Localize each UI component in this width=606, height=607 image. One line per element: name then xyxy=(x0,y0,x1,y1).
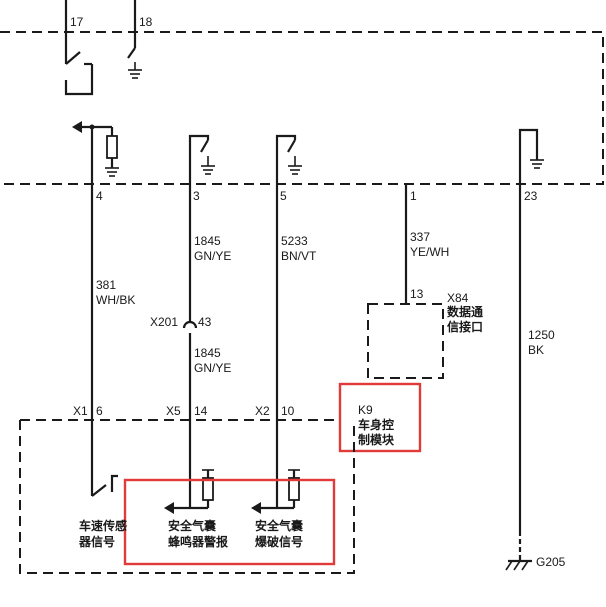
buzzer-signal-line1: 安全气囊 xyxy=(168,518,217,533)
pin3-switch-blade xyxy=(200,139,209,153)
buzzer-resistor-icon xyxy=(202,477,214,501)
x1-pin-label: 6 xyxy=(96,404,103,418)
x2-label: X2 xyxy=(255,404,270,418)
pin17-switch-blade xyxy=(65,51,81,65)
buzzer-arrow-icon xyxy=(164,502,208,514)
airbag-signals-highlight-box xyxy=(123,478,336,566)
k9-label: K9 xyxy=(358,403,373,417)
wire-1845a-color: GN/YE xyxy=(194,249,231,263)
x84-pin-label: 13 xyxy=(410,287,424,301)
wire-1845a-number: 1845 xyxy=(194,234,221,248)
x84-connector-box xyxy=(367,303,444,379)
pin4-label: 4 xyxy=(96,189,103,203)
x201-pin-label: 43 xyxy=(198,315,212,329)
arrow-left-icon xyxy=(72,121,112,133)
g205-label: G205 xyxy=(536,555,566,569)
deploy-signal-line1: 安全气囊 xyxy=(255,518,304,533)
wire-337-number: 337 xyxy=(410,230,430,244)
x84-desc-line2: 信接口 xyxy=(447,319,483,334)
wire-5233-color: BN/VT xyxy=(281,249,317,263)
buzzer-signal-line2: 蜂鸣器警报 xyxy=(168,534,228,549)
pin23-label: 23 xyxy=(524,189,538,203)
wire-337-color: YE/WH xyxy=(410,245,449,259)
speed-switch-blade xyxy=(91,484,107,497)
pin5-label: 5 xyxy=(280,189,287,203)
chassis-ground-icon xyxy=(505,559,532,571)
lower-module-boundary xyxy=(19,419,355,574)
x84-desc-line1: 数据通 xyxy=(447,304,483,319)
k9-desc-line1: 车身控 xyxy=(358,417,394,432)
wire-381-number: 381 xyxy=(96,278,116,292)
upper-module-boundary xyxy=(0,31,604,185)
k9-desc-line2: 制模块 xyxy=(358,432,395,447)
pin17-label: 17 xyxy=(70,15,84,29)
pin5-switch-frame xyxy=(275,134,297,185)
wire-1250-number: 1250 xyxy=(528,328,555,342)
pin1-label: 1 xyxy=(410,189,417,203)
x2-pin-label: 10 xyxy=(281,404,295,418)
pin3-label: 3 xyxy=(193,189,200,203)
x84-label: X84 xyxy=(447,291,469,305)
pin23-ground-icon xyxy=(530,159,544,169)
pin4-resistor-icon xyxy=(106,135,118,159)
wire-1845b-color: GN/YE xyxy=(194,361,231,375)
k9-highlight-box xyxy=(338,382,422,453)
deploy-signal-line2: 爆破信号 xyxy=(255,534,303,549)
x201-connector-icon xyxy=(182,320,198,329)
x1-label: X1 xyxy=(73,404,88,418)
wire-1250-color: BK xyxy=(528,343,544,357)
wire-1845b-number: 1845 xyxy=(194,346,221,360)
pin3-ground-icon xyxy=(201,156,215,175)
deploy-resistor-icon xyxy=(288,477,300,501)
deploy-arrow-icon xyxy=(251,502,294,514)
x5-pin-label: 14 xyxy=(194,404,208,418)
x5-label: X5 xyxy=(166,404,181,418)
pin3-switch-frame xyxy=(188,134,210,185)
pin18-switch xyxy=(127,47,136,59)
wire-381-color: WH/BK xyxy=(96,293,135,307)
speed-signal-line2: 器信号 xyxy=(78,534,115,549)
pin23-internal-wire xyxy=(518,128,539,185)
wire-5233-number: 5233 xyxy=(281,234,308,248)
pin5-ground-icon xyxy=(288,156,302,175)
pin5-switch-blade xyxy=(287,139,296,153)
pin4-ground-icon xyxy=(105,167,119,177)
speed-signal-line1: 车速传感 xyxy=(79,518,127,533)
pin17-switch-return xyxy=(64,64,94,96)
x201-label: X201 xyxy=(150,315,178,329)
pin18-ground-icon xyxy=(128,62,142,79)
speed-switch-contact xyxy=(110,474,118,492)
pin18-label: 18 xyxy=(139,15,153,29)
